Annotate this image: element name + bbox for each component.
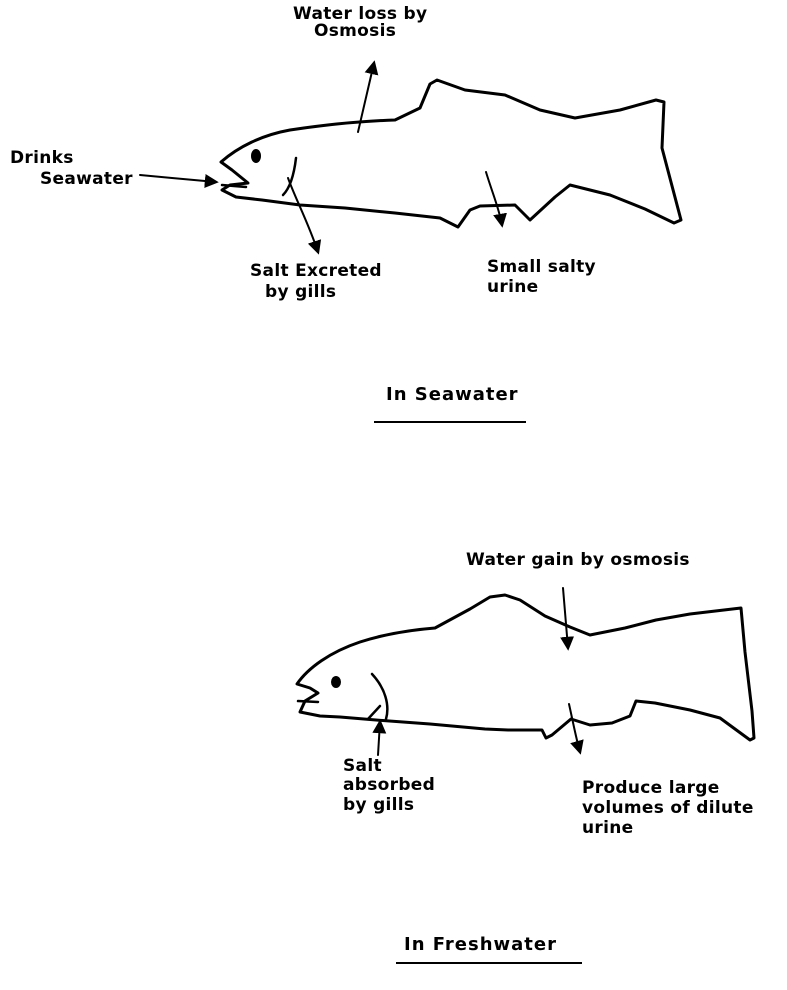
freshwater-water-gain-arrow: [563, 588, 568, 648]
freshwater-fish-outline: [297, 595, 754, 740]
seawater-caption-underline: [374, 421, 526, 423]
freshwater-salt-label-line2: absorbed: [343, 776, 435, 794]
seawater-salt-label-line1: Salt Excreted: [250, 262, 382, 280]
freshwater-mouth-line: [298, 701, 318, 702]
seawater-drinks-label-line2: Seawater: [40, 170, 133, 188]
seawater-fish: [221, 80, 681, 227]
seawater-caption: In Seawater: [386, 384, 519, 405]
freshwater-urine-arrow: [569, 704, 580, 752]
freshwater-fish-eye: [331, 676, 341, 688]
freshwater-urine-label-line3: urine: [582, 819, 633, 837]
seawater-salt-arrow: [288, 178, 318, 252]
seawater-fish-eye: [251, 149, 261, 163]
seawater-urine-label-line2: urine: [487, 278, 538, 296]
freshwater-caption: In Freshwater: [404, 934, 557, 955]
seawater-drinks-label-line1: Drinks: [10, 149, 74, 167]
seawater-fish-outline: [221, 80, 681, 227]
seawater-water-loss-label-line2: Osmosis: [314, 22, 396, 40]
freshwater-salt-label-line1: Salt: [343, 757, 382, 775]
seawater-urine-arrow: [486, 172, 502, 225]
seawater-salt-label-line2: by gills: [265, 283, 336, 301]
freshwater-salt-arrow: [378, 722, 380, 755]
freshwater-fish: [297, 595, 754, 740]
freshwater-water-gain-label: Water gain by osmosis: [466, 551, 690, 569]
seawater-drinks-arrow: [140, 175, 216, 182]
freshwater-salt-label-line3: by gills: [343, 796, 414, 814]
seawater-urine-label-line1: Small salty: [487, 258, 596, 276]
freshwater-urine-label-line2: volumes of dilute: [582, 799, 754, 817]
freshwater-urine-label-line1: Produce large: [582, 779, 720, 797]
seawater-gill-line: [283, 158, 296, 195]
freshwater-gill-notch: [368, 706, 380, 719]
freshwater-caption-underline: [396, 962, 582, 964]
